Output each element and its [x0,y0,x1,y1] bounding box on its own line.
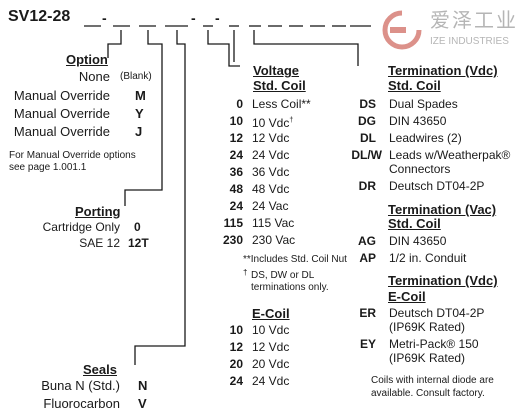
term-label: Deutsch DT04-2P [389,306,485,320]
voltage-code: 230 [222,233,243,247]
dagger-mark: † [289,117,294,124]
ecoil-label: 20 Vdc [252,357,290,371]
term-label: 1/2 in. Conduit [389,251,467,265]
watermark-cn: 爱泽工业 [430,10,518,32]
porting-label: SAE 12 [79,236,120,250]
dagger-mark: † [243,268,248,277]
porting-label: Cartridge Only [42,220,120,234]
option-label: Manual Override [13,124,110,139]
term-label: (IP69K Rated) [389,351,466,365]
term-vdc-std-subtitle: Std. Coil [388,78,441,93]
term-note: Coils with internal diode are [371,375,494,386]
option-code: M [135,88,146,103]
voltage-label: 12 Vdc [252,131,290,145]
voltage-label: 24 Vdc [252,148,290,162]
ecoil-code: 24 [229,374,243,388]
voltage-label: 36 Vdc [252,165,290,179]
term-label: Metri-Pack® 150 [389,337,479,351]
voltage-label: 24 Vac [252,199,289,213]
porting-code: 12T [128,236,149,250]
code-dash: - [191,10,196,26]
code-dash: - [215,10,220,26]
seals-title: Seals [83,362,117,377]
voltage-code: 10 [229,114,243,128]
term-code: DL [360,131,376,145]
option-code: Y [135,106,144,121]
ecoil-label: 12 Vdc [252,340,290,354]
term-vdc-e-title: Termination (Vdc) [388,273,498,288]
term-code: AP [359,251,376,265]
option-note: For Manual Override options [9,150,136,161]
voltage-code: 12 [229,131,243,145]
watermark-logo: 爱泽工业 IZE INDUSTRIES [382,8,522,54]
option-code: J [135,124,143,139]
term-code: DS [359,97,376,111]
seals-code: N [138,378,148,393]
option-note: see page 1.001.1 [9,162,87,173]
term-label: Connectors [389,162,451,176]
term-label: (IP69K Rated) [389,320,466,334]
voltage-title: Voltage [253,63,299,78]
code-dash: - [102,10,107,26]
term-label: Leads w/Weatherpak® [389,148,511,162]
term-label: Dual Spades [389,97,458,111]
term-code: EY [359,337,376,351]
voltage-note: DS, DW or DL [251,270,315,281]
voltage-subtitle: Std. Coil [253,78,306,93]
seals-code: V [138,396,147,411]
voltage-label: 48 Vdc [252,182,290,196]
option-title: Option [66,52,108,67]
term-vac-std-subtitle: Std. Coil [388,216,441,231]
porting-title: Porting [75,204,121,219]
seals-label: Buna N (Std.) [41,378,120,393]
logo-icon [382,10,422,50]
ecoil-label: 24 Vdc [252,374,290,388]
ecoil-label: 10 Vdc [252,323,290,337]
voltage-label: Less Coil** [252,97,311,111]
voltage-label: 230 Vac [252,233,296,247]
term-vdc-std-title: Termination (Vdc) [388,63,498,78]
model-code: SV12-28 [8,8,71,25]
term-vac-std-title: Termination (Vac) [388,202,497,217]
watermark-en: IZE INDUSTRIES [430,36,509,47]
ecoil-code: 10 [229,323,243,337]
term-label: Deutsch DT04-2P [389,179,485,193]
voltage-note: terminations only. [251,282,329,293]
voltage-label: 10 Vdc† [252,116,294,130]
voltage-code: 24 [229,199,243,213]
ecoil-code: 12 [229,340,243,354]
voltage-code: 36 [229,165,243,179]
term-code: AG [358,234,376,248]
term-code: DG [358,114,376,128]
term-label: Leadwires (2) [389,131,462,145]
option-label: Manual Override [13,106,110,121]
term-vdc-e-subtitle: E-Coil [388,289,426,304]
voltage-code: 24 [229,148,243,162]
option-label: Manual Override [13,88,110,103]
term-code: DR [358,179,376,193]
option-label: None [78,69,110,84]
term-code: DL/W [351,148,382,162]
term-label: DIN 43650 [389,234,447,248]
porting-code: 0 [134,220,141,234]
voltage-code: 48 [229,182,243,196]
voltage-note: **Includes Std. Coil Nut [243,254,347,265]
term-label: DIN 43650 [389,114,447,128]
ecoil-code: 20 [229,357,243,371]
ecoil-title: E-Coil [252,306,290,321]
term-code: ER [359,306,376,320]
voltage-code: 0 [236,97,243,111]
term-note: available. Consult factory. [371,388,485,399]
option-code: (Blank) [120,71,152,82]
voltage-label: 115 Vac [252,216,295,230]
seals-label: Fluorocarbon [43,396,120,411]
voltage-code: 115 [223,216,243,230]
